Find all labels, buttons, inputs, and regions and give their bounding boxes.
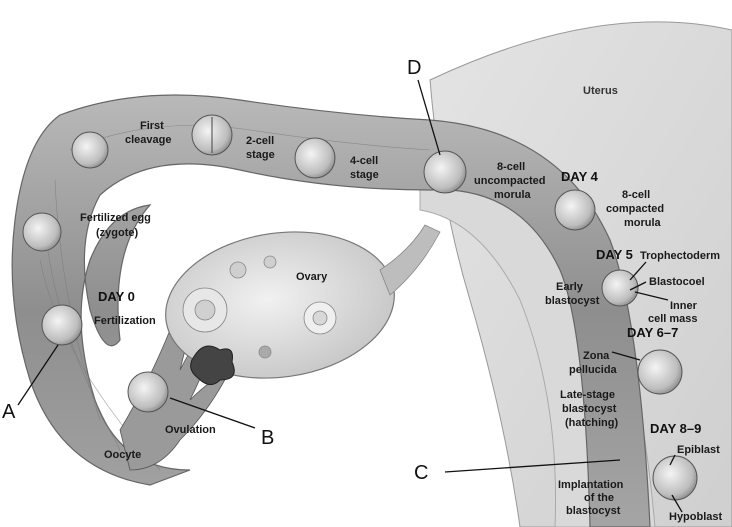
label-ovulation: Ovulation: [165, 424, 216, 436]
marker-d: D: [407, 57, 421, 79]
label-first-cleavage-1: First: [140, 120, 164, 132]
label-fertilized-egg-2: (zygote): [96, 227, 139, 239]
label-4cell-2: stage: [350, 169, 379, 181]
label-2cell-2: stage: [246, 149, 275, 161]
label-first-cleavage-2: cleavage: [125, 134, 171, 146]
marker-c: C: [414, 462, 428, 484]
label-ovary: Ovary: [296, 271, 328, 283]
label-day8-9: DAY 8–9: [650, 421, 701, 436]
label-zona-pellucida-2: pellucida: [569, 364, 618, 376]
label-zona-pellucida-1: Zona: [583, 350, 610, 362]
cells: [22, 114, 698, 501]
label-trophectoderm: Trophectoderm: [640, 250, 720, 262]
label-8cell-c-1: 8-cell: [622, 189, 650, 201]
label-8cell-c-3: morula: [624, 217, 662, 229]
label-day0: DAY 0: [98, 289, 135, 304]
label-8cell-unc-1: 8-cell: [497, 161, 525, 173]
label-late-blastocyst-3: (hatching): [565, 417, 618, 429]
label-inner-cell-mass-2: cell mass: [648, 313, 698, 325]
marker-a: A: [2, 401, 16, 423]
label-implantation-1: Implantation: [558, 479, 624, 491]
label-fertilized-egg-1: Fertilized egg: [80, 212, 151, 224]
label-early-blastocyst-1: Early: [556, 281, 584, 293]
label-late-blastocyst-1: Late-stage: [560, 389, 615, 401]
label-implantation-2: of the: [584, 492, 614, 504]
label-implantation-3: blastocyst: [566, 505, 621, 517]
label-fertilization: Fertilization: [94, 315, 156, 327]
ruptured-follicle: [190, 345, 235, 385]
ovary-follicles: [182, 255, 337, 359]
marker-b: B: [261, 427, 274, 449]
ovarian-ligament: [379, 224, 441, 296]
marker-lines: [17, 79, 683, 513]
label-uterus: Uterus: [583, 85, 618, 97]
label-day6-7: DAY 6–7: [627, 325, 678, 340]
label-oocyte: Oocyte: [104, 449, 141, 461]
label-4cell-1: 4-cell: [350, 155, 378, 167]
label-day5: DAY 5: [596, 247, 633, 262]
label-hypoblast: Hypoblast: [669, 511, 723, 523]
label-late-blastocyst-2: blastocyst: [562, 403, 617, 415]
label-inner-cell-mass-1: Inner: [670, 300, 698, 312]
label-8cell-unc-3: morula: [494, 189, 532, 201]
label-blastocoel: Blastocoel: [649, 276, 705, 288]
label-2cell-1: 2-cell: [246, 135, 274, 147]
label-8cell-unc-2: uncompacted: [474, 175, 546, 187]
label-8cell-c-2: compacted: [606, 203, 664, 215]
label-day4: DAY 4: [561, 169, 599, 184]
label-early-blastocyst-2: blastocyst: [545, 295, 600, 307]
label-epiblast: Epiblast: [677, 444, 720, 456]
